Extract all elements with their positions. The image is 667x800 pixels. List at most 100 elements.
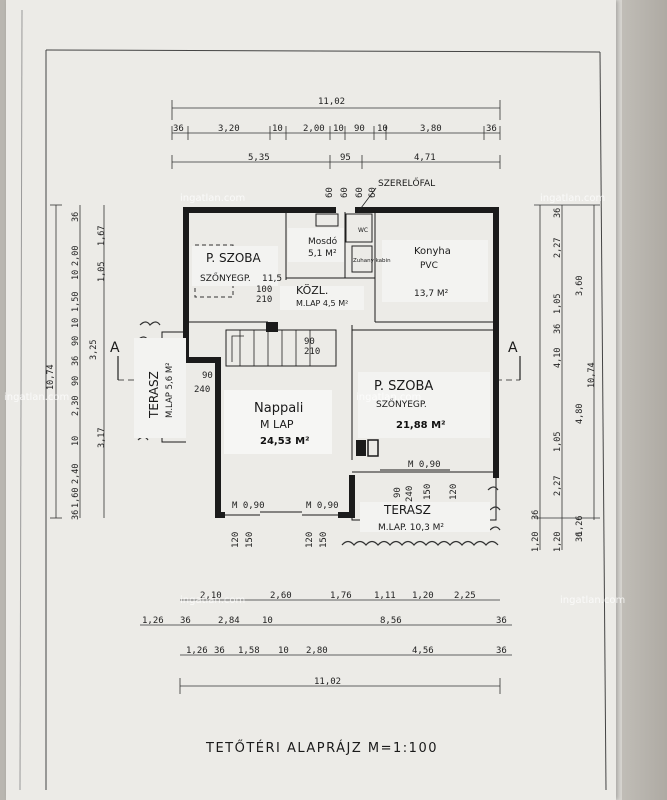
- dim-bot-r3-0: 1,26: [186, 646, 208, 656]
- szerelofal-leader: [357, 187, 377, 213]
- top-dimensions: 11,02 36 3,20 10 2,00 10 90 10 3,80 36 5…: [171, 97, 501, 198]
- drawing-title: TETŐTÉRI ALAPRÁJZ M=1:100: [205, 740, 438, 756]
- dim-bot-overall: 11,02: [314, 677, 341, 687]
- room-nappali-area: 24,53 M²: [260, 436, 309, 447]
- dim-top-r2-5: 90: [354, 124, 365, 134]
- dim-right-c1-9: 1,26: [575, 516, 585, 536]
- dim-top-r2-6: 10: [377, 124, 388, 134]
- dim-left-c3-1: 1,05: [97, 262, 107, 282]
- dim-right-c1-1: 2,27: [553, 238, 563, 258]
- staircase: [225, 329, 337, 367]
- dim-right-c1-8: 2,27: [553, 476, 563, 496]
- dim-bot-r3-5: 4,56: [412, 646, 434, 656]
- dim-left-c2-0: 36: [71, 212, 81, 222]
- room-terasz-bottom-floor: M.LAP. 10,3 M²: [378, 523, 444, 533]
- dim-bot-r2-0: 1,26: [142, 616, 164, 626]
- window-m090-right: M 0,90: [408, 460, 441, 470]
- paper-edge: [612, 0, 622, 800]
- dim-right-overall: 10,74: [587, 362, 597, 388]
- dim-left-c2-10: 10: [71, 436, 81, 446]
- dim-right-c1-11: 1,20: [553, 532, 563, 552]
- dim-left-c2-12: 1,60: [71, 488, 81, 508]
- door-210: 210: [256, 295, 272, 305]
- bottom-dimensions: 2,10 2,60 1,76 1,11 1,20 2,25 1,26 36 2,…: [140, 591, 512, 694]
- dim-right-c2-0: 36: [531, 510, 541, 520]
- terasz-left-label-bg: [134, 338, 186, 438]
- room-zuhany: Zuhany kabin: [353, 258, 391, 264]
- dim-left-c2-8: 90: [71, 376, 81, 386]
- watermark-5: ingatlan.com: [180, 595, 245, 606]
- konyha-label-bg: [382, 240, 488, 302]
- room-konyha-area: 13,7 M²: [414, 289, 449, 299]
- mosdo-label-bg: [288, 228, 344, 262]
- window-m090-mid: M 0,90: [306, 501, 339, 511]
- szoba2-label-bg: [358, 372, 490, 438]
- dim-left-c2-5: 90: [71, 336, 81, 346]
- door-150: 150: [423, 484, 433, 500]
- dim-bot-r2-3: 10: [262, 616, 273, 626]
- dim-bot-r2-5: 36: [496, 616, 507, 626]
- szoba1-label-bg: [192, 246, 278, 286]
- door-90b: 90: [202, 371, 213, 381]
- dim-top-r4-1: 60: [340, 187, 350, 198]
- door-100: 100: [256, 285, 272, 295]
- room-kozl-floor: M.LAP 4,5 M²: [296, 299, 348, 308]
- dim-left-c2-13: 36: [71, 510, 81, 520]
- dim-bot-r3-4: 2,80: [306, 646, 328, 656]
- dim-bot-r1-3: 1,11: [374, 591, 396, 601]
- door-90c: 90: [393, 487, 403, 498]
- door-210b: 210: [304, 347, 320, 357]
- left-dimensions: 10,74 36 2,00 10 1,50 10 90 36 3,25 90 2…: [46, 204, 107, 520]
- dim-right-c2-1: 1,20: [531, 532, 541, 552]
- sheet-border-top: [45, 49, 601, 53]
- dim-top-r2-2: 10: [272, 124, 283, 134]
- nappali-label-bg: [224, 390, 332, 454]
- room-terasz-left-name: TERASZ: [147, 371, 161, 419]
- dim-bot-r2-4: 8,56: [380, 616, 402, 626]
- watermark-4: ingatlan.com: [356, 392, 421, 403]
- watermark-2: ingatlan.com: [540, 193, 605, 204]
- dim-right-c1-4: 36: [553, 324, 563, 334]
- dim-right-c1-3: 1,05: [553, 294, 563, 314]
- dim-right-c1-7: 1,05: [553, 432, 563, 452]
- dim-right-c1-5: 4,10: [553, 348, 563, 368]
- sill-150b: 150: [319, 532, 329, 548]
- room-mosdo-name: Mosdó: [308, 236, 338, 247]
- room-terasz-bottom-name: TERASZ: [383, 503, 431, 517]
- dim-bot-r3-2: 1,58: [238, 646, 260, 656]
- building-walls: [117, 207, 521, 546]
- dim-bot-r3-3: 10: [278, 646, 289, 656]
- door-90a: 90: [304, 337, 315, 347]
- dim-left-c2-9: 2,30: [71, 396, 81, 416]
- room-szoba1-floor: SZŐNYEGP.: [200, 273, 251, 284]
- kozl-label-bg: [280, 286, 364, 310]
- dim-bot-r2-2: 2,84: [218, 616, 240, 626]
- dim-bot-r1-0: 2,10: [200, 591, 222, 601]
- dim-bot-r3-6: 36: [496, 646, 507, 656]
- watermark-1: ingatlan.com: [180, 193, 245, 204]
- room-szoba2-floor: SZŐNYEGP.: [376, 399, 427, 410]
- dim-left-c2-3: 1,50: [71, 292, 81, 312]
- dim-bot-r1-4: 1,20: [412, 591, 434, 601]
- dim-top-r4-0: 60: [325, 187, 335, 198]
- dim-top-r3-0: 5,35: [248, 153, 270, 163]
- dim-top-r3-1: 95: [340, 153, 351, 163]
- dim-bot-r3-1: 36: [214, 646, 225, 656]
- room-terasz-left-floor: M.LAP 5,6 M²: [165, 362, 175, 418]
- dim-left-overall: 10,74: [46, 364, 56, 390]
- dim-top-r2-0: 36: [173, 124, 184, 134]
- dim-bot-r1-1: 2,60: [270, 591, 292, 601]
- room-kozl-name: KÖZL.: [296, 284, 328, 297]
- dim-left-c2-1: 2,00: [71, 246, 81, 266]
- dim-top-r2-3: 2,00: [303, 124, 325, 134]
- dim-right-c1-2: 3,60: [575, 276, 585, 296]
- room-nappali-name: Nappali: [254, 401, 303, 416]
- dim-bot-r1-5: 2,25: [454, 591, 476, 601]
- dim-top-r2-7: 3,80: [420, 124, 442, 134]
- dim-top-r3-2: 4,71: [414, 153, 436, 163]
- section-mark-left: A: [110, 340, 120, 356]
- dim-top-overall: 11,02: [318, 97, 345, 107]
- room-szoba1-name: P. SZOBA: [206, 251, 262, 265]
- door-240b: 240: [405, 486, 415, 502]
